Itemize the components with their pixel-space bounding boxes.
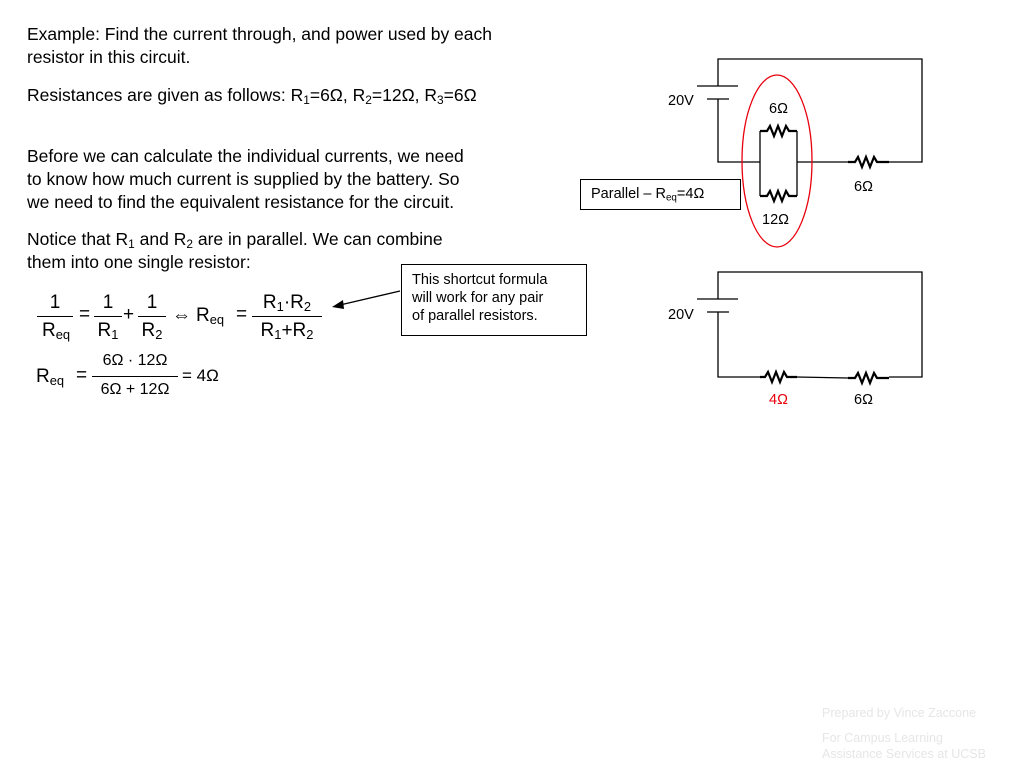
f1-den-r: R xyxy=(41,320,56,341)
f3-den: R2 xyxy=(136,320,168,342)
resistor-r3-icon xyxy=(848,154,889,170)
shortcut-callout: This shortcut formula will work for any … xyxy=(401,264,587,336)
resistances-prefix: Resistances are given as follows: xyxy=(27,85,291,105)
para2-line-2: them into one single resistor: xyxy=(27,252,251,272)
g-result: = 4Ω xyxy=(182,366,219,385)
f2-den: R1 xyxy=(92,320,124,342)
intro-line-1: Example: Find the current through, and p… xyxy=(27,24,492,44)
f4-s1: 1 xyxy=(276,299,284,315)
f3-den-r: R xyxy=(141,320,156,341)
top-circuit xyxy=(697,58,923,248)
f2-num: 1 xyxy=(102,292,114,313)
resistor-r2-icon xyxy=(760,188,797,204)
f3-num: 1 xyxy=(146,292,158,313)
g-den: 6Ω + 12Ω xyxy=(100,381,170,398)
para2-sub-2: 2 xyxy=(186,236,193,251)
f4-dot: · xyxy=(283,292,291,313)
parallel-highlight-ellipse xyxy=(741,74,813,248)
r1-label: R xyxy=(290,85,304,105)
f4-r2b: R xyxy=(292,320,307,341)
f-plus: + xyxy=(123,304,135,325)
f3-den-sub: 2 xyxy=(155,327,163,343)
top-battery-icon xyxy=(697,85,738,100)
r1-value: =6Ω, xyxy=(309,85,353,105)
g-req-r: R xyxy=(36,366,50,387)
r2-label: R xyxy=(352,85,366,105)
f2-den-sub: 1 xyxy=(111,327,119,343)
top-r1-label: 6Ω xyxy=(769,101,788,117)
bottom-circuit xyxy=(697,271,923,386)
para2-sub-1: 1 xyxy=(128,236,135,251)
f-iff: ⇔ xyxy=(172,305,191,326)
r3-label: R xyxy=(424,85,438,105)
f4-r1: R xyxy=(262,292,277,313)
callout-line-1: This shortcut formula xyxy=(412,272,548,288)
parallel-req-sub: eq xyxy=(665,192,677,204)
g-equals: = xyxy=(76,365,88,386)
top-r2-label: 12Ω xyxy=(762,212,789,228)
top-battery-label: 20V xyxy=(668,93,694,109)
para2-line-1: Notice that R1 and R2 are in parallel. W… xyxy=(27,228,443,251)
footer-author: Prepared by Vince Zaccone xyxy=(822,706,977,720)
f4-bar xyxy=(252,316,322,317)
f4-plus: + xyxy=(281,320,293,341)
f4-num: R1·R2 xyxy=(252,292,322,314)
g-req-eq: eq xyxy=(49,373,65,389)
f2-den-r: R xyxy=(97,320,112,341)
top-r3-label: 6Ω xyxy=(854,179,873,195)
f4-r2: R xyxy=(290,292,304,313)
r2-value: =12Ω, xyxy=(371,85,425,105)
f4-r1b: R xyxy=(260,320,275,341)
r1-sub: 1 xyxy=(303,92,310,107)
g-req: Req xyxy=(36,366,64,388)
bottom-battery-label: 20V xyxy=(668,307,694,323)
f2-bar xyxy=(94,316,122,317)
g-bar xyxy=(92,376,178,377)
f-req-eq: eq xyxy=(209,312,225,328)
footer-org-line-1: For Campus Learning xyxy=(822,731,943,745)
intro-line-2: resistor in this circuit. xyxy=(27,47,191,67)
f1-den-eq: eq xyxy=(55,327,71,343)
f4-s2: 2 xyxy=(303,299,312,315)
f4-den: R1+R2 xyxy=(250,320,324,342)
bottom-battery-icon xyxy=(697,298,738,313)
parallel-req-box: Parallel – Req=4Ω xyxy=(580,179,741,210)
para2-text-c: are in parallel. We can combine xyxy=(192,229,443,249)
footer-org-line-2: Assistance Services at UCSB xyxy=(822,747,986,761)
f1-num: 1 xyxy=(49,292,61,313)
f3-bar xyxy=(138,316,166,317)
f1-equals: = xyxy=(79,304,91,325)
callout-arrow xyxy=(332,290,401,309)
bottom-r3-label: 6Ω xyxy=(854,392,873,408)
para1-line-2: to know how much current is supplied by … xyxy=(27,169,460,189)
para2-text-a: Notice that R xyxy=(27,229,129,249)
resistor-r3-bottom-icon xyxy=(848,370,889,386)
parallel-req-value: =4Ω xyxy=(676,186,705,202)
r3-value: =6Ω xyxy=(443,85,477,105)
parallel-req-label: Parallel – R xyxy=(591,186,666,202)
f1-den: Req xyxy=(34,320,78,342)
para1-line-3: we need to find the equivalent resistanc… xyxy=(27,192,455,212)
r3-sub: 3 xyxy=(437,92,444,107)
f-req: Req xyxy=(196,305,224,327)
f4-s1b: 1 xyxy=(274,327,282,343)
f1-bar xyxy=(37,316,73,317)
f-req-r: R xyxy=(196,305,210,326)
resistances-line: Resistances are given as follows: R1=6Ω,… xyxy=(27,84,477,107)
para1-line-1: Before we can calculate the individual c… xyxy=(27,146,464,166)
f4-s2b: 2 xyxy=(306,327,314,343)
g-num: 6Ω · 12Ω xyxy=(102,352,168,369)
callout-line-2: will work for any pair xyxy=(412,290,544,306)
callout-line-3: of parallel resistors. xyxy=(412,308,538,324)
resistor-r1-icon xyxy=(760,123,797,139)
para2-text-b: and R xyxy=(134,229,187,249)
r2-sub: 2 xyxy=(365,92,372,107)
f-equals-2: = xyxy=(236,304,248,325)
bottom-req-label: 4Ω xyxy=(769,392,788,408)
resistor-req-icon xyxy=(760,369,797,385)
